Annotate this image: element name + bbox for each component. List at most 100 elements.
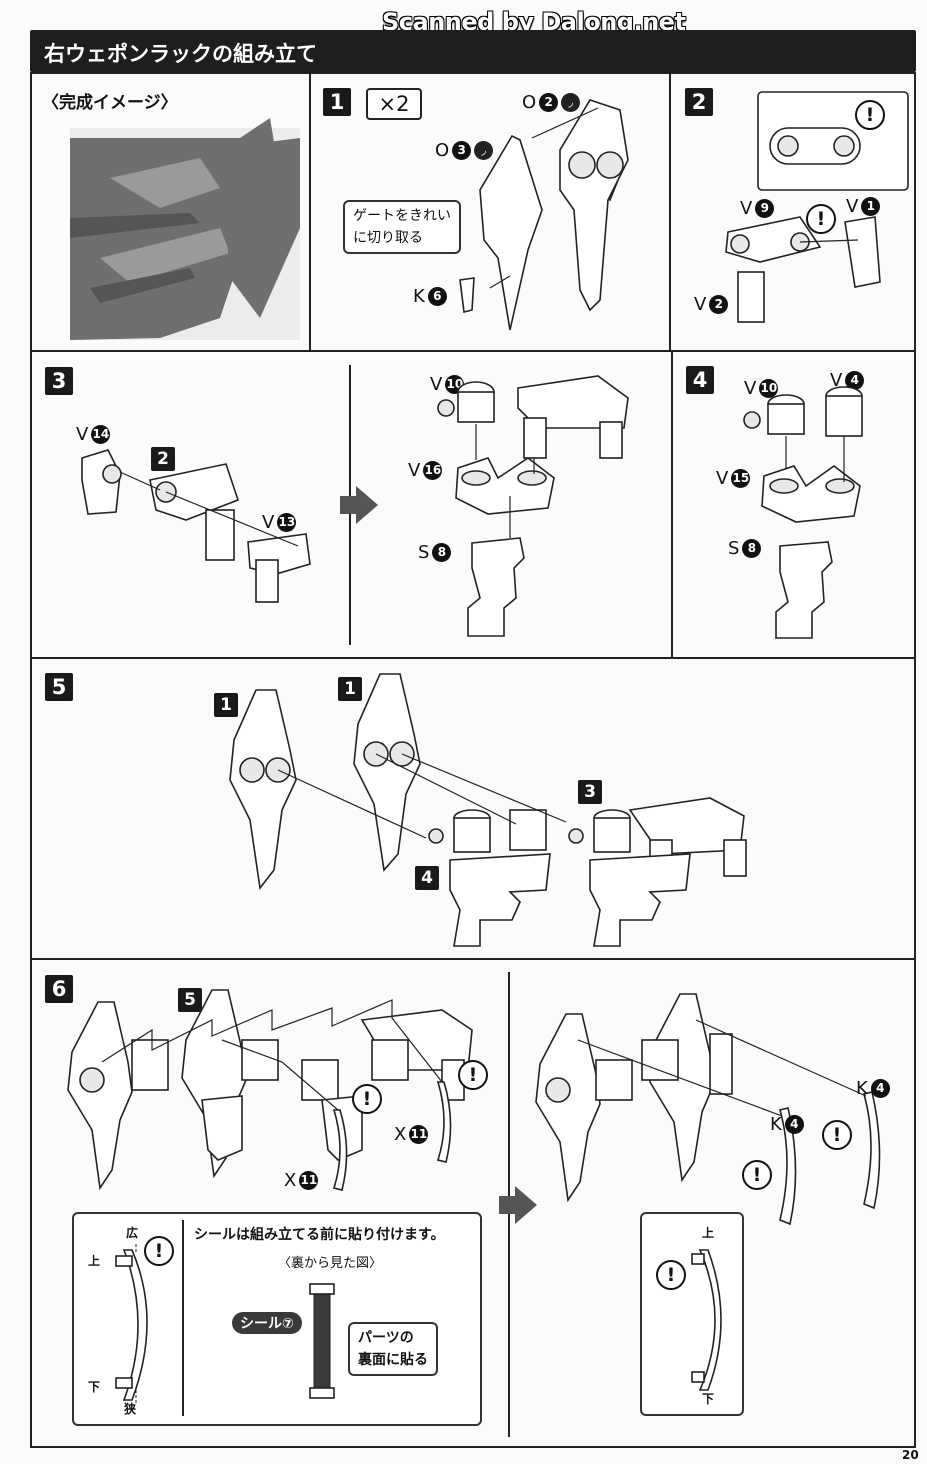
back-view-label: 〈裏から見た図〉 [278,1256,383,1271]
exclamation-icon: ! [458,1060,488,1090]
part-number: 8 [742,539,762,558]
part-label: O 3 ◞ [435,140,494,161]
part-number: 4 [870,1079,890,1098]
exclamation-icon: ! [144,1236,174,1266]
bottom-label: 下 [88,1380,101,1394]
big-arrow-icon [340,496,358,514]
part-letter: S [728,538,740,559]
nub-icon: ◞ [561,93,581,112]
big-arrow-icon [499,1196,517,1214]
step-4-badge: 4 [686,366,714,394]
note-line: ゲートをきれい [353,208,451,224]
step-3a-drawing [81,449,311,603]
part-letter: V [740,198,753,219]
part-letter: K [770,1114,782,1135]
part-label: V 9 [740,198,775,219]
part-label: K 6 [413,286,447,307]
exclamation-icon: ! [822,1120,852,1150]
sticker-side-view [691,1249,722,1391]
part-label: V 1 [846,196,881,217]
exclamation-icon: ! [806,204,836,234]
step-1-badge: 1 [323,88,351,116]
part-letter: X [284,1170,297,1191]
part-letter: K [413,286,425,307]
completed-image [70,118,300,340]
part-label: V 10 [744,378,779,399]
part-number: 2 [539,93,559,112]
part-letter: O [522,92,537,113]
part-label: V 16 [408,460,443,481]
part-number: 15 [731,469,751,488]
top-label: 上 [88,1254,101,1268]
note-line: 裏面に貼る [358,1352,428,1368]
part-letter: O [435,140,450,161]
sticker-part [309,1283,335,1399]
part-label: K 4 [856,1078,890,1099]
step-5-badge: 5 [45,673,73,701]
part-number: 1 [861,197,881,216]
sub-ref-badge: 1 [214,693,238,717]
part-label: V 4 [830,370,865,391]
part-number: 9 [755,199,775,218]
header-bar: 右ウェポンラックの組み立て [30,30,916,72]
step-6a-drawing [67,989,473,1191]
part-letter: S [418,542,430,563]
part-number: 10 [759,379,779,398]
sticker-note-box: 広 上 下 狭 ! シールは組み立てる前に貼り付けます。 〈裏から見た図〉 シー… [72,1212,482,1426]
top-label: 上 [702,1226,715,1240]
part-label: X 11 [394,1124,429,1145]
note-line: に切り取る [353,230,423,246]
step-3-badge: 3 [45,367,73,395]
part-label: V 13 [262,512,297,533]
times-badge: ×2 [366,88,422,120]
part-label: V 15 [716,468,751,489]
step-2-badge: 2 [685,88,713,116]
narrow-label: 狭 [124,1402,137,1416]
part-number: 11 [409,1125,429,1144]
part-label: V 10 [430,374,465,395]
part-number: 3 [452,141,472,160]
part-label: O 2 ◞ [522,92,581,113]
part-number: 16 [423,461,443,480]
part-number: 14 [91,425,111,444]
part-label: V 2 [694,294,729,315]
wide-label: 広 [126,1226,139,1240]
part-letter: V [408,460,421,481]
step-2-drawing [725,91,909,323]
part-label: V 14 [76,424,111,445]
sub-ref-badge: 3 [578,780,602,804]
divider [30,958,916,960]
exclamation-icon: ! [656,1260,686,1290]
part-letter: V [846,196,859,217]
note-line: パーツの [358,1330,414,1346]
step-6-badge: 6 [45,975,73,1003]
part-number: 6 [427,287,447,306]
exclamation-icon: ! [742,1160,772,1190]
sticker-callout: パーツの 裏面に貼る [348,1322,438,1376]
divider [182,1220,184,1416]
divider [30,350,916,352]
part-label: K 4 [770,1114,804,1135]
page-title: 右ウェポンラックの組み立て [44,42,317,66]
part-letter: X [394,1124,407,1145]
page-number: 20 [902,1448,919,1462]
sub-ref-badge: 1 [338,677,362,701]
part-label: S 8 [418,542,452,563]
part-letter: V [744,378,757,399]
sub-ref-badge: 2 [151,447,175,471]
step-4-drawing [743,386,863,639]
part-letter: V [694,294,707,315]
part-letter: V [76,424,89,445]
sticker-note-text: シールは組み立てる前に貼り付けます。 [194,1227,445,1243]
step-6b-drawing [535,993,881,1226]
divider [30,657,916,659]
part-letter: V [262,512,275,533]
part-number: 13 [277,513,297,532]
nub-icon: ◞ [474,141,494,160]
part-number: 11 [299,1171,319,1190]
big-arrow-icon [515,1186,537,1224]
gate-note: ゲートをきれい に切り取る [343,200,461,254]
part-number: 8 [432,543,452,562]
image-section-label: 〈完成イメージ〉 [42,93,178,113]
sub-ref-badge: 5 [178,988,202,1012]
